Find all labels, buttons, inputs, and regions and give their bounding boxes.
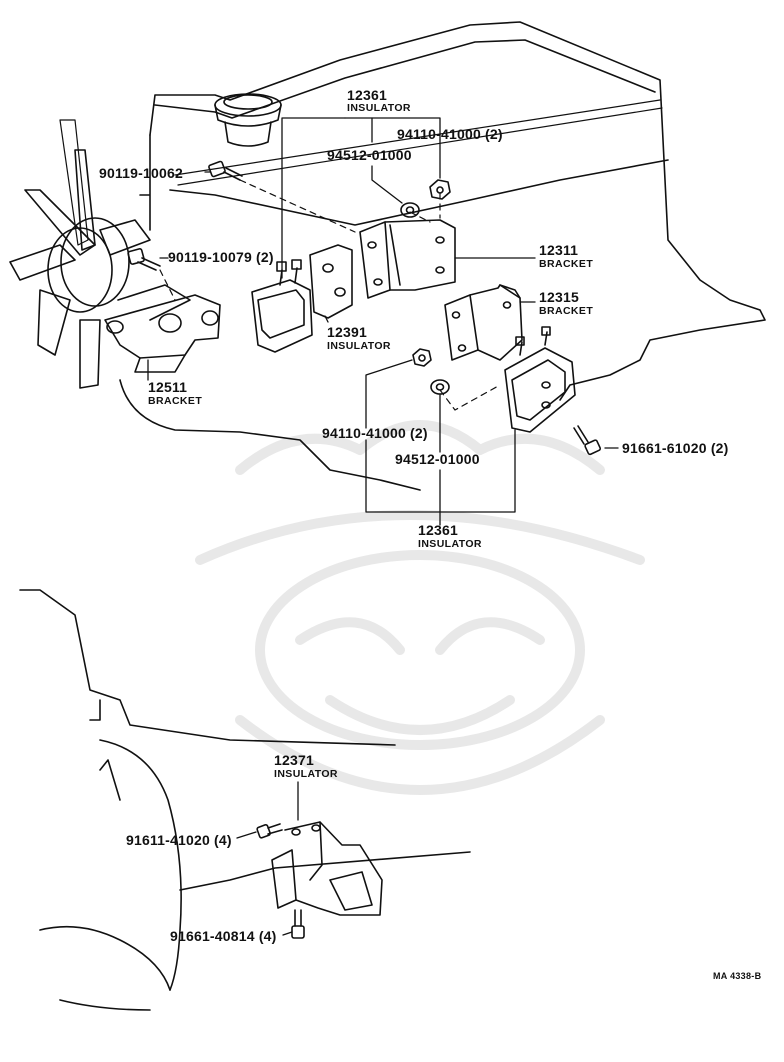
washer-94512-01000-upper bbox=[400, 202, 420, 218]
leader-lines-lower bbox=[236, 781, 299, 936]
label-insulator-top: INSULATOR bbox=[347, 102, 411, 114]
label-bracket-12315: BRACKET bbox=[539, 305, 594, 317]
label-insulator-12391: INSULATOR bbox=[327, 340, 391, 352]
label-insulator-lower: INSULATOR bbox=[418, 538, 482, 550]
bracket-12311 bbox=[359, 219, 456, 299]
bolt-90119-10079 bbox=[127, 248, 161, 271]
nut-94110-41000-lower bbox=[412, 348, 432, 367]
label-12371: 12371 bbox=[274, 752, 314, 768]
drawing-code: MA 4338-B bbox=[713, 971, 762, 981]
label-12361-top: 12361 bbox=[347, 87, 387, 103]
insulator-12371 bbox=[271, 821, 383, 916]
label-bracket-12511: BRACKET bbox=[148, 395, 203, 407]
watermark-logo bbox=[195, 420, 645, 795]
bolt-91661-61020 bbox=[573, 425, 602, 456]
label-91661-40814: 91661-40814 (4) bbox=[170, 928, 277, 944]
insulator-12361-lower bbox=[504, 326, 576, 433]
label-94110-lower: 94110-41000 (2) bbox=[322, 425, 428, 441]
label-12311: 12311 bbox=[539, 242, 579, 258]
cooling-fan bbox=[9, 119, 191, 389]
bolt-91611-41020 bbox=[256, 823, 283, 839]
label-91661-61020: 91661-61020 (2) bbox=[622, 440, 729, 456]
transmission-housing bbox=[19, 589, 471, 1011]
assembly-guide-lines bbox=[159, 179, 501, 411]
label-90119-10062: 90119-10062 bbox=[99, 165, 183, 181]
label-90119-10079: 90119-10079 (2) bbox=[168, 249, 274, 265]
washer-94512-01000-lower bbox=[430, 379, 450, 395]
label-94512-top: 94512-01000 bbox=[327, 147, 412, 163]
leader-lines-upper bbox=[147, 117, 619, 526]
label-12511: 12511 bbox=[148, 379, 188, 395]
label-insulator-12371: INSULATOR bbox=[274, 768, 338, 780]
label-12361-lower: 12361 bbox=[418, 522, 458, 538]
bolt-91661-40814 bbox=[291, 909, 305, 939]
label-94110-top: 94110-41000 (2) bbox=[397, 126, 503, 142]
oil-filler-cap bbox=[214, 93, 282, 147]
label-91611-41020: 91611-41020 (4) bbox=[126, 832, 232, 848]
label-12391: 12391 bbox=[327, 324, 367, 340]
front-bracket-12511 bbox=[104, 294, 221, 373]
label-12315: 12315 bbox=[539, 289, 579, 305]
bolt-90119-10062 bbox=[208, 160, 243, 181]
insulator-12391 bbox=[309, 244, 353, 319]
label-bracket-12311: BRACKET bbox=[539, 258, 594, 270]
insulator-12361-upper bbox=[251, 259, 313, 353]
bracket-12315 bbox=[444, 284, 523, 361]
label-94512-lower: 94512-01000 bbox=[395, 451, 480, 467]
